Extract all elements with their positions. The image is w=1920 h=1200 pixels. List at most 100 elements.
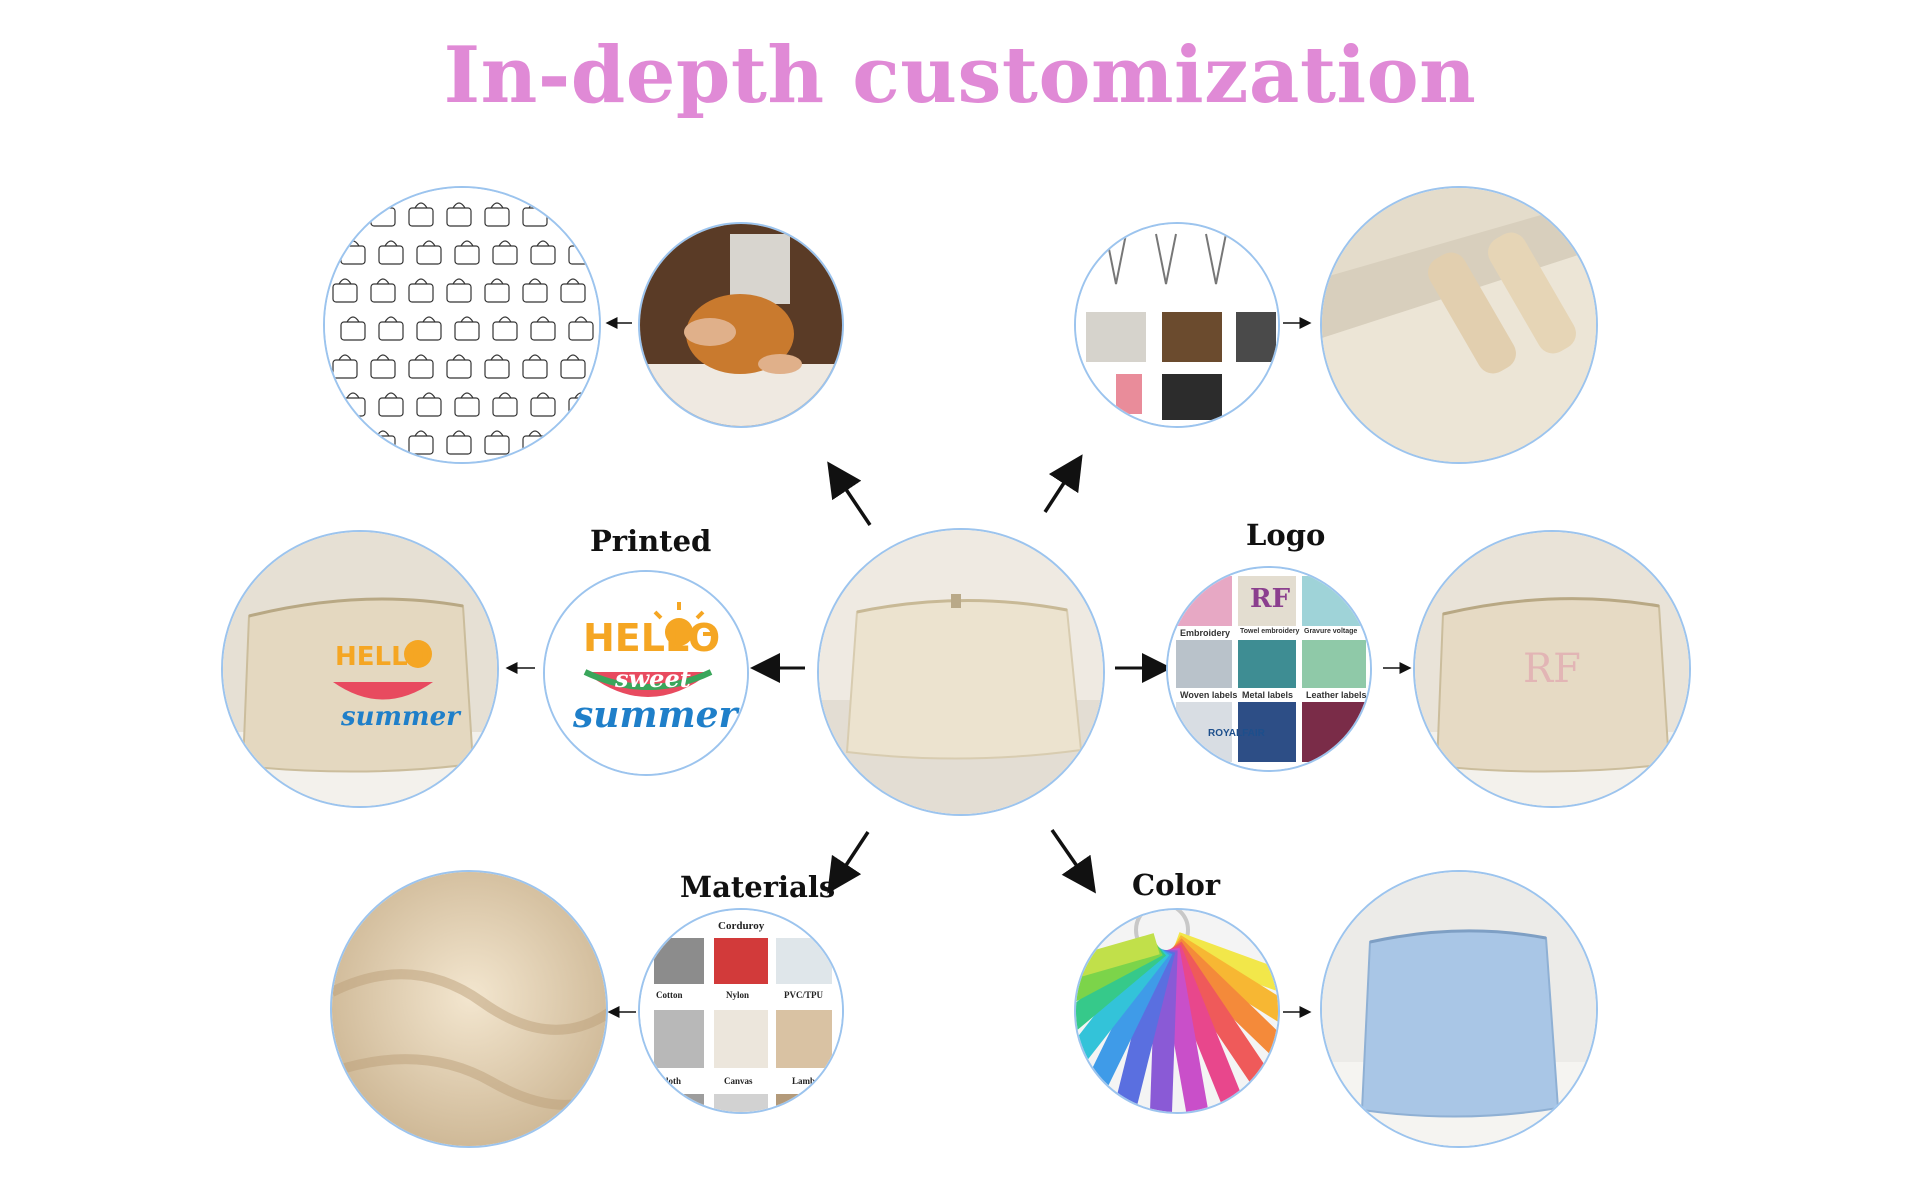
- arrow-down-right: [1050, 829, 1096, 894]
- sketch-bag-handle: [384, 392, 398, 399]
- arrow-down-left: [827, 831, 870, 894]
- sketch-bag-handle: [376, 354, 390, 361]
- sketch-bag: [522, 283, 548, 303]
- material-nylon: Nylon: [726, 990, 750, 1000]
- sketch-bag: [446, 283, 472, 303]
- sketch-bag: [484, 283, 510, 303]
- bag-sketches-pattern-image: [325, 188, 599, 462]
- sketch-bag-handle: [536, 316, 550, 323]
- sketch-bag: [378, 397, 404, 417]
- sketch-bag-handle: [536, 392, 550, 399]
- sketch-bag-handle: [346, 392, 360, 399]
- sketch-bag: [530, 397, 556, 417]
- caption-leather: Leather labels: [1306, 690, 1367, 700]
- sketch-bag-handle: [490, 202, 504, 209]
- blue-bag-image: [1322, 872, 1596, 1146]
- sketch-bag: [340, 321, 366, 341]
- sketch-bag: [332, 359, 358, 379]
- sketch-bag: [492, 397, 518, 417]
- sketch-bag: [370, 359, 396, 379]
- sketch-bag: [530, 245, 556, 265]
- sketch-bag-handle: [528, 354, 542, 361]
- sketch-bag: [522, 359, 548, 379]
- sketch-bag: [408, 283, 434, 303]
- sketch-bag: [408, 359, 434, 379]
- sketch-bag-handle: [490, 430, 504, 437]
- sketch-bag-handle: [452, 354, 466, 361]
- sketch-bag-handle: [566, 278, 580, 285]
- label-materials: Materials: [680, 870, 836, 904]
- sketch-bag-handle: [460, 316, 474, 323]
- print-sweet: sweet: [615, 664, 691, 693]
- sketch-bag: [492, 245, 518, 265]
- center-bag-circle: [817, 528, 1105, 816]
- page-title: In-depth customization: [443, 30, 1477, 121]
- sketch-bag: [408, 435, 434, 455]
- material-pvc: PVC/TPU: [784, 990, 823, 1000]
- sketch-bag-handle: [460, 392, 474, 399]
- sketch-bag-handle: [422, 240, 436, 247]
- sewing-workshop-image: [640, 224, 842, 426]
- sketch-bag-handle: [384, 240, 398, 247]
- sketch-bag: [484, 435, 510, 455]
- color-fan-circle: [1074, 908, 1280, 1114]
- sketch-bag: [454, 321, 480, 341]
- material-swatches-image: [640, 910, 842, 1112]
- sketch-bag: [416, 397, 442, 417]
- sketch-bag-handle: [422, 392, 436, 399]
- zipper-types-circle: [1074, 222, 1280, 428]
- sketch-bag-handle: [536, 240, 550, 247]
- sketch-bag: [378, 245, 404, 265]
- sherpa-fabric-circle: [330, 870, 608, 1148]
- sketch-bag-handle: [498, 316, 512, 323]
- sketch-bag: [568, 321, 594, 341]
- sketch-bag: [416, 245, 442, 265]
- sketch-bag-handle: [422, 316, 436, 323]
- label-logo: Logo: [1246, 518, 1326, 552]
- material-cloth: cloth: [662, 1076, 681, 1086]
- sketch-bag: [408, 207, 434, 227]
- sketch-bag-handle: [490, 354, 504, 361]
- sketch-bag: [332, 283, 358, 303]
- sketch-bag: [446, 207, 472, 227]
- sketch-bag-handle: [376, 278, 390, 285]
- sketch-bag-handle: [498, 240, 512, 247]
- caption-embroidery: Embroidery: [1180, 628, 1231, 638]
- zipper-closeup-circle: [1320, 186, 1598, 464]
- sketch-bag: [378, 321, 404, 341]
- sketch-bag: [560, 283, 586, 303]
- printed-bag-circle: HELLO summer: [221, 530, 499, 808]
- bag-print-summer: summer: [341, 702, 460, 732]
- sketch-bag: [492, 321, 518, 341]
- design-sketch-circle: [323, 186, 601, 464]
- logo-samples-circle: RF Embroidery Towel embroidery Gravure v…: [1166, 566, 1372, 772]
- sketch-bag: [446, 435, 472, 455]
- printed-design-circle: HELLO sweet summer: [543, 570, 749, 776]
- bag-print-hello: HELLO: [335, 642, 429, 672]
- color-swatch-strip: [1112, 947, 1176, 1112]
- sketch-bag-handle: [498, 392, 512, 399]
- zipper-types-image: [1076, 224, 1278, 426]
- sketch-bag: [560, 359, 586, 379]
- caption-woven: Woven labels: [1180, 690, 1238, 700]
- plain-canvas-bag-image: [819, 530, 1103, 814]
- sherpa-fleece-image: [332, 872, 606, 1146]
- material-lamb: Lamb: [792, 1076, 816, 1086]
- logo-brand: ROYALFAIR: [1208, 728, 1265, 739]
- color-swatch-fan-image: [1076, 910, 1278, 1112]
- material-cotton: Cotton: [656, 990, 683, 1000]
- material-canvas: Canvas: [724, 1076, 753, 1086]
- color-swatch-strip: [1078, 944, 1173, 1108]
- sketch-bag-handle: [566, 354, 580, 361]
- sketch-bag-handle: [528, 278, 542, 285]
- zipper-closeup-image: [1322, 188, 1596, 462]
- sketch-bag-handle: [452, 202, 466, 209]
- sketch-bag: [454, 245, 480, 265]
- printed-bag-image: [223, 532, 497, 806]
- bag-monogram: RF: [1523, 646, 1581, 692]
- sketch-bag-handle: [574, 316, 588, 323]
- sketch-bag: [484, 359, 510, 379]
- caption-gravure: Gravure voltage: [1304, 628, 1358, 635]
- print-summer: summer: [573, 694, 738, 736]
- blue-bag-circle: [1320, 870, 1598, 1148]
